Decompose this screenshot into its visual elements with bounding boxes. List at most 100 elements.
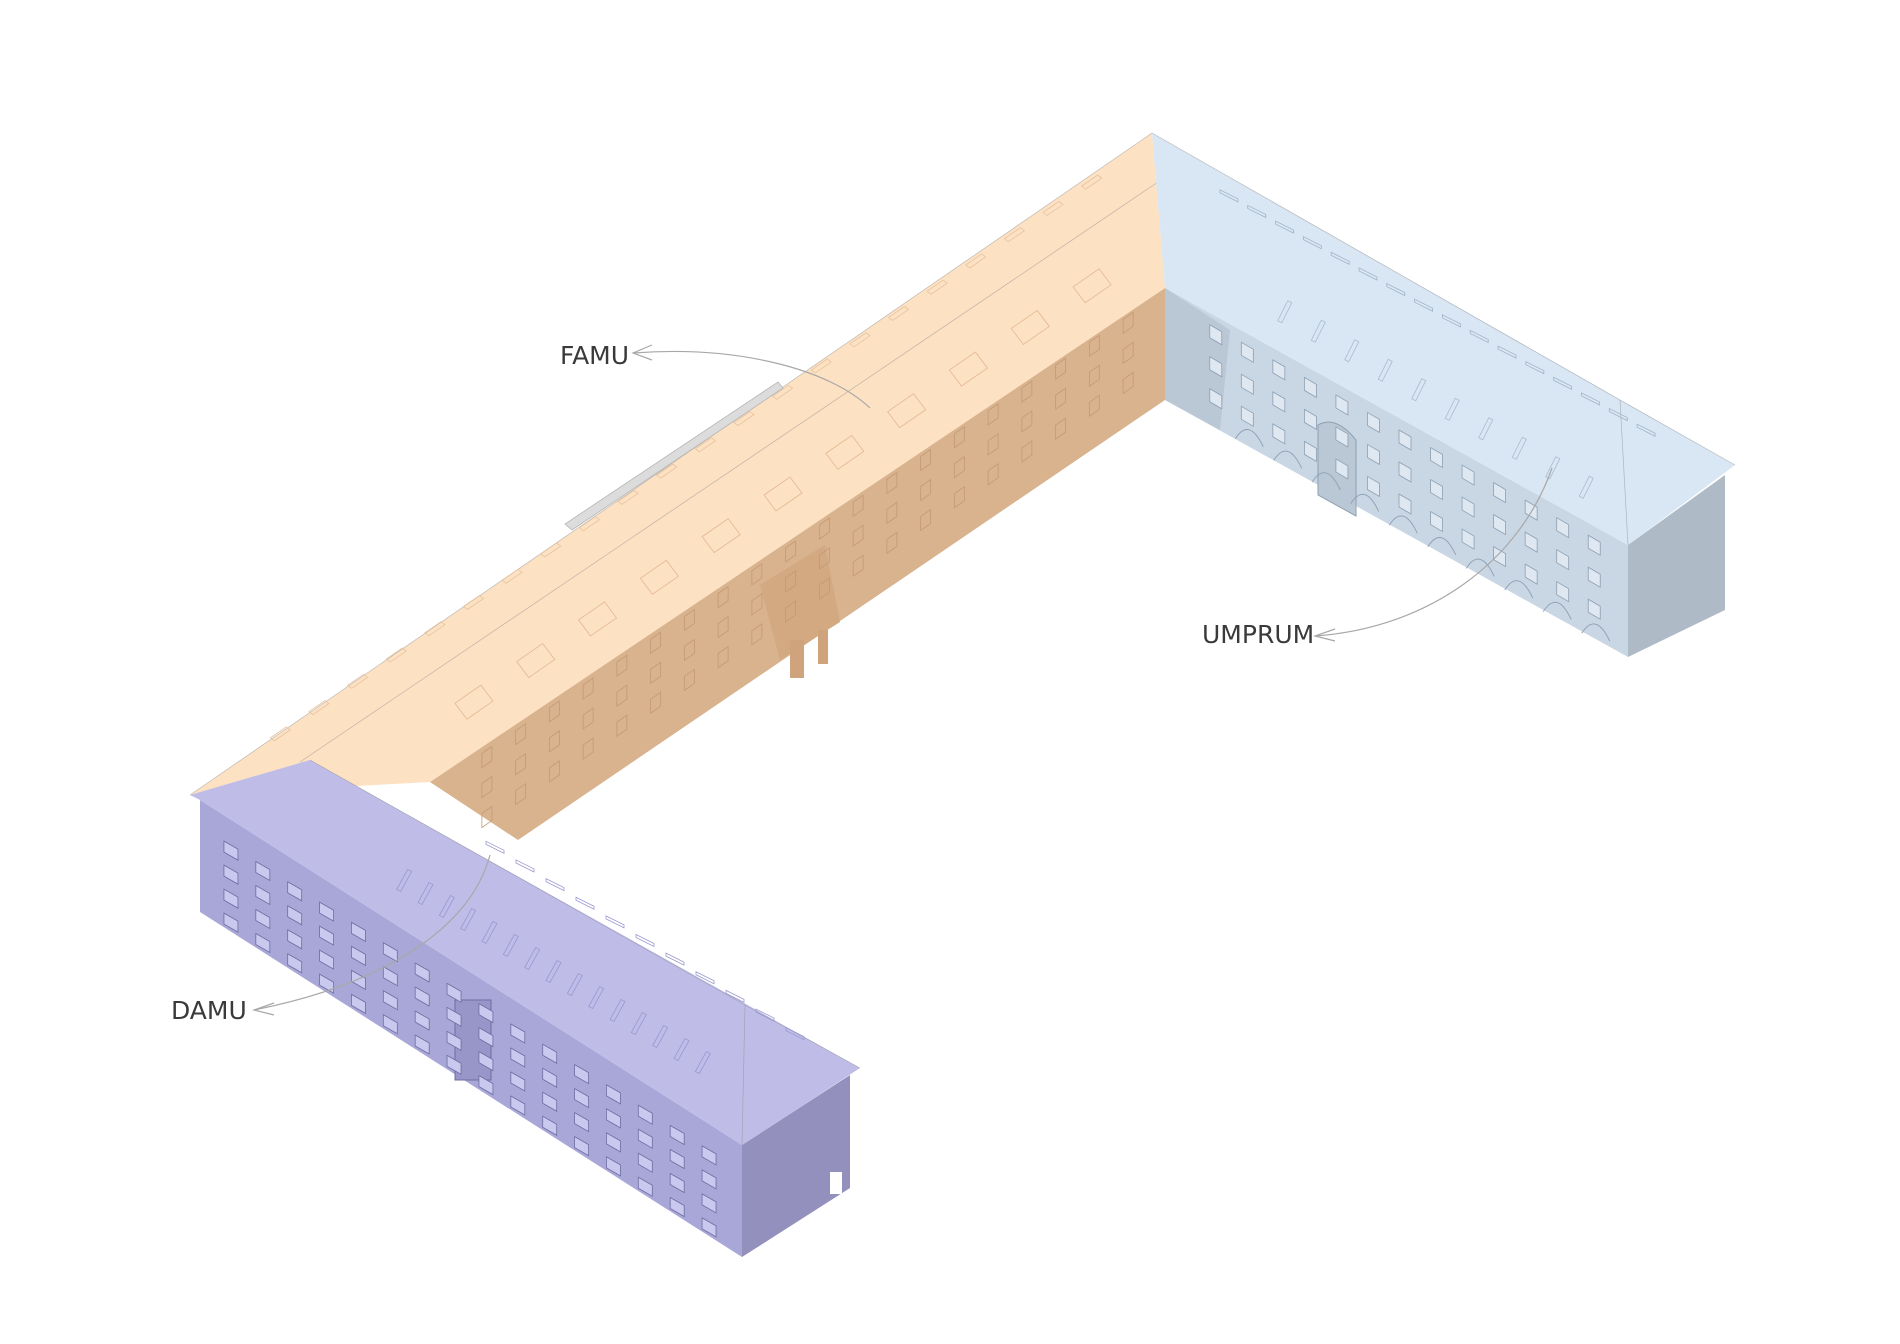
roof-skylight bbox=[1444, 397, 1460, 421]
wall-window bbox=[223, 888, 239, 909]
wall-window bbox=[650, 631, 662, 655]
wall-window bbox=[319, 949, 334, 970]
wall-window bbox=[1587, 566, 1601, 588]
roof-window bbox=[454, 684, 494, 720]
wall-window bbox=[223, 840, 239, 861]
roof-skylight bbox=[588, 985, 605, 1010]
wall-window bbox=[223, 864, 239, 885]
umprum-label: UMPRUM bbox=[1202, 620, 1314, 649]
wall-window bbox=[637, 1152, 653, 1173]
roof-dormer bbox=[1581, 392, 1600, 406]
wall-window bbox=[1461, 496, 1475, 518]
wall-window bbox=[548, 700, 560, 723]
wall-window bbox=[1367, 475, 1380, 498]
wall-window bbox=[953, 425, 965, 449]
roof-dormer bbox=[462, 595, 485, 610]
famu-leader-line bbox=[632, 350, 871, 409]
roof-skylight bbox=[545, 959, 562, 984]
wall-window bbox=[446, 1030, 462, 1052]
wall-window bbox=[351, 969, 366, 991]
roof-skylight bbox=[1344, 339, 1360, 363]
roof-skylight bbox=[1310, 319, 1326, 343]
wall-window bbox=[683, 638, 695, 662]
roof-skylight bbox=[417, 881, 434, 906]
roof-skylight bbox=[694, 1050, 711, 1075]
wall-window bbox=[701, 1145, 717, 1166]
wall-window bbox=[683, 668, 695, 692]
wall-window bbox=[650, 691, 662, 715]
roof-dormer bbox=[695, 971, 715, 985]
roof-skylight bbox=[1411, 378, 1427, 402]
wall-window bbox=[1272, 359, 1286, 381]
roof-window bbox=[825, 434, 865, 470]
wall-window bbox=[319, 901, 334, 922]
wall-window bbox=[1272, 391, 1286, 413]
wall-window bbox=[637, 1176, 653, 1197]
wall-window bbox=[510, 1047, 526, 1068]
wall-window bbox=[1209, 356, 1223, 378]
wall-window bbox=[785, 600, 797, 623]
wall-window bbox=[1088, 364, 1100, 388]
wall-window bbox=[1055, 417, 1067, 440]
roof-window bbox=[639, 559, 679, 595]
roof-window bbox=[1010, 309, 1050, 346]
wall-window bbox=[478, 1050, 494, 1072]
wall-window bbox=[287, 929, 303, 950]
roof-skylight bbox=[1377, 358, 1393, 382]
famu-roof bbox=[190, 133, 1165, 795]
roof-dormer bbox=[635, 933, 655, 948]
roof-dormer bbox=[755, 1008, 775, 1022]
wall-window bbox=[606, 1156, 621, 1177]
roof-skylight bbox=[1578, 475, 1594, 499]
roof-dormer bbox=[605, 915, 625, 929]
roof-skylight bbox=[652, 1024, 669, 1049]
roof-dormer bbox=[540, 542, 562, 558]
roof-dormer bbox=[849, 332, 871, 348]
famu-callout: FAMU bbox=[560, 341, 871, 409]
roof-dormer bbox=[1469, 329, 1489, 344]
wall-window bbox=[582, 737, 594, 760]
roof-skylight bbox=[1277, 300, 1293, 324]
wall-window bbox=[606, 1084, 621, 1105]
roof-window bbox=[516, 642, 556, 679]
wall-window bbox=[1335, 394, 1349, 416]
roof-skylight bbox=[460, 907, 477, 932]
wall-window bbox=[542, 1091, 558, 1112]
roof-window bbox=[763, 476, 803, 512]
famu-wing bbox=[189, 132, 1165, 840]
roof-dormer bbox=[269, 726, 292, 742]
umprum-roof-windows bbox=[1219, 189, 1656, 499]
wall-window bbox=[382, 1014, 398, 1035]
wall-window bbox=[542, 1115, 558, 1136]
wall-window bbox=[1367, 443, 1380, 466]
wall-window bbox=[683, 608, 695, 632]
wall-window bbox=[478, 1026, 494, 1048]
umprum-leader-line bbox=[1314, 467, 1553, 637]
arcade-arch bbox=[1427, 537, 1457, 555]
wall-window bbox=[818, 517, 830, 540]
roof-dormer bbox=[1553, 376, 1573, 390]
roof-dormer bbox=[1497, 345, 1517, 359]
wall-window bbox=[481, 775, 493, 799]
roof-dormer bbox=[785, 1027, 805, 1041]
damu-wing bbox=[190, 759, 861, 1257]
wall-window bbox=[852, 524, 864, 547]
wall-window bbox=[1493, 481, 1507, 504]
wall-window bbox=[510, 1071, 526, 1092]
roof-dormer bbox=[1080, 174, 1103, 190]
wall-window bbox=[669, 1124, 685, 1146]
wall-window bbox=[515, 782, 527, 806]
roof-dormer bbox=[1302, 236, 1322, 250]
roof-dormer bbox=[733, 411, 755, 427]
wall-window bbox=[886, 531, 898, 555]
arcade-arch bbox=[1234, 429, 1264, 447]
wall-window bbox=[255, 908, 271, 930]
famu-label: FAMU bbox=[560, 341, 629, 370]
wall-window bbox=[1122, 311, 1134, 335]
wall-window bbox=[515, 752, 527, 776]
wall-window bbox=[987, 433, 999, 456]
roof-dormer bbox=[308, 700, 330, 716]
roof-dormer bbox=[665, 952, 685, 966]
wall-window bbox=[1430, 446, 1443, 469]
roof-dormer bbox=[965, 253, 987, 269]
